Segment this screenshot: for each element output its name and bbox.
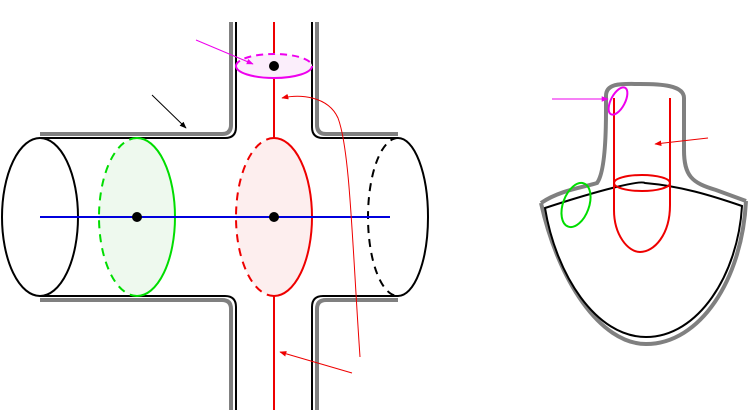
left-panel <box>1 22 429 410</box>
magenta-loop <box>607 86 629 116</box>
right-panel <box>539 81 748 347</box>
axis-point-red <box>269 212 279 222</box>
tube-point <box>269 61 279 71</box>
red-right-arrow <box>654 137 709 147</box>
red-loop <box>613 98 671 254</box>
red-pointer-arrow <box>279 351 353 374</box>
gray-surface-boundary <box>539 81 747 205</box>
surface-outline <box>543 181 744 339</box>
black-pointer-arrow <box>151 94 187 129</box>
tube-walls <box>40 22 398 410</box>
magenta-pointer-arrow <box>195 39 254 65</box>
axis-point-green <box>132 212 142 222</box>
green-loop <box>560 181 592 229</box>
red-curved-arrow <box>281 93 361 358</box>
gray-boundary <box>40 22 398 410</box>
cylinder-right-cap <box>397 137 429 297</box>
